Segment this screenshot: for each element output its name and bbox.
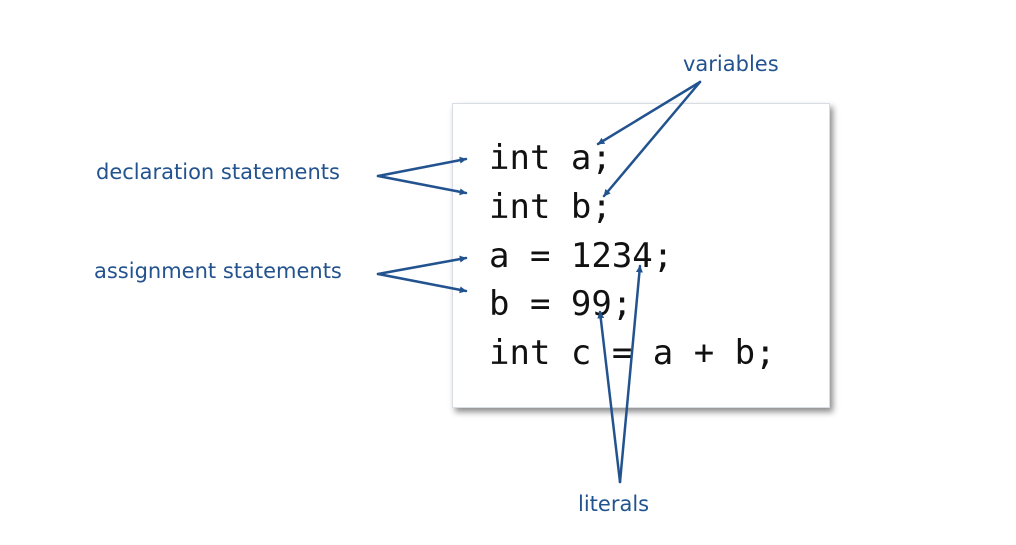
label-literals: literals <box>578 492 650 516</box>
code-line-declare-a: int a; <box>489 138 612 178</box>
label-variables: variables <box>683 52 779 76</box>
label-assignment-statements: assignment statements <box>94 259 342 283</box>
code-line-assign-a: a = 1234; <box>489 236 674 276</box>
label-declaration-statements: declaration statements <box>96 160 340 184</box>
code-line-declare-b: int b; <box>489 187 612 227</box>
code-line-assign-b: b = 99; <box>489 284 633 324</box>
code-line-declare-c: int c = a + b; <box>489 333 776 373</box>
